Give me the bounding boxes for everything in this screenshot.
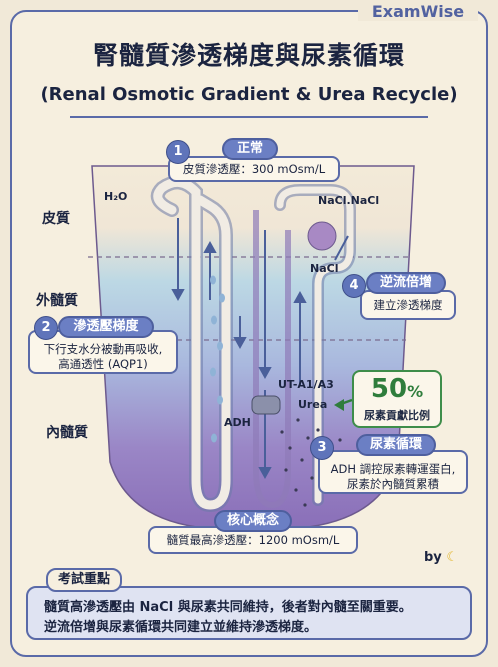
transporter-label: UT-A1/A3 <box>278 378 334 391</box>
step2-number: 2 <box>34 316 58 340</box>
signature-text: by <box>424 550 442 565</box>
step4-number: 4 <box>342 274 366 298</box>
step2-title: 滲透壓梯度 <box>58 316 154 338</box>
step3-number: 3 <box>310 436 334 460</box>
banana-icon: ☾ <box>446 550 458 565</box>
title-divider <box>70 116 428 118</box>
zone-inner-medulla: 內髓質 <box>46 425 88 441</box>
step1-text: 皮質滲透壓：300 mOsm/L <box>182 162 326 176</box>
adh-label: ADH <box>224 416 251 429</box>
step3-line2: 尿素於內髓質累積 <box>347 477 439 491</box>
h2o-label: H₂O <box>104 190 128 203</box>
step4-text: 建立滲透梯度 <box>373 298 443 312</box>
water-droplets <box>210 275 225 443</box>
step2-line2: 高通透性 (AQP1) <box>58 357 148 371</box>
exam-points-box: 髓質高滲透壓由 NaCl 與尿素共同維持，後者對內髓至關重要。 逆流倍增與尿素循… <box>26 586 472 640</box>
core-title: 核心概念 <box>214 510 292 532</box>
step4-box: 建立滲透梯度 <box>360 290 456 320</box>
percent-value: 50 <box>370 374 408 404</box>
urea-percent-box: 50% 尿素貢獻比例 <box>352 370 442 428</box>
page-subtitle: (Renal Osmotic Gradient & Urea Recycle) <box>40 84 458 105</box>
nacl-node <box>307 221 337 251</box>
step2-line1: 下行支水分被動再吸收, <box>43 342 163 356</box>
urea-transporter <box>251 395 281 415</box>
nacl-label: NaCl <box>310 262 339 275</box>
zone-outer-medulla: 外髓質 <box>36 293 78 309</box>
step3-title: 尿素循環 <box>356 434 436 456</box>
exam-line2: 逆流倍增與尿素循環共同建立並維持滲透梯度。 <box>44 620 318 635</box>
urea-label: Urea <box>298 398 328 411</box>
percent-caption: 尿素貢獻比例 <box>364 409 430 422</box>
core-text: 髓質最高滲透壓：1200 mOsm/L <box>166 533 340 547</box>
nacl-pair-label: NaCl.NaCl <box>318 194 380 207</box>
step3-box: ADH 調控尿素轉運蛋白, 尿素於內髓質累積 <box>318 450 468 494</box>
signature: by ☾ <box>424 550 458 565</box>
percent-unit: % <box>407 382 424 401</box>
step4-title: 逆流倍增 <box>366 272 446 294</box>
brand-logo: ExamWise <box>358 2 478 21</box>
vasa-recta <box>253 210 291 509</box>
step1-title: 正常 <box>222 138 278 160</box>
zone-cortex: 皮質 <box>42 211 70 227</box>
exam-line1: 髓質高滲透壓由 NaCl 與尿素共同維持，後者對內髓至關重要。 <box>44 600 412 615</box>
exam-tag: 考試重點 <box>46 568 123 592</box>
step3-line1: ADH 調控尿素轉運蛋白, <box>330 462 456 476</box>
step1-number: 1 <box>166 140 190 164</box>
page-title: 腎髓質滲透梯度與尿素循環 <box>92 41 405 70</box>
